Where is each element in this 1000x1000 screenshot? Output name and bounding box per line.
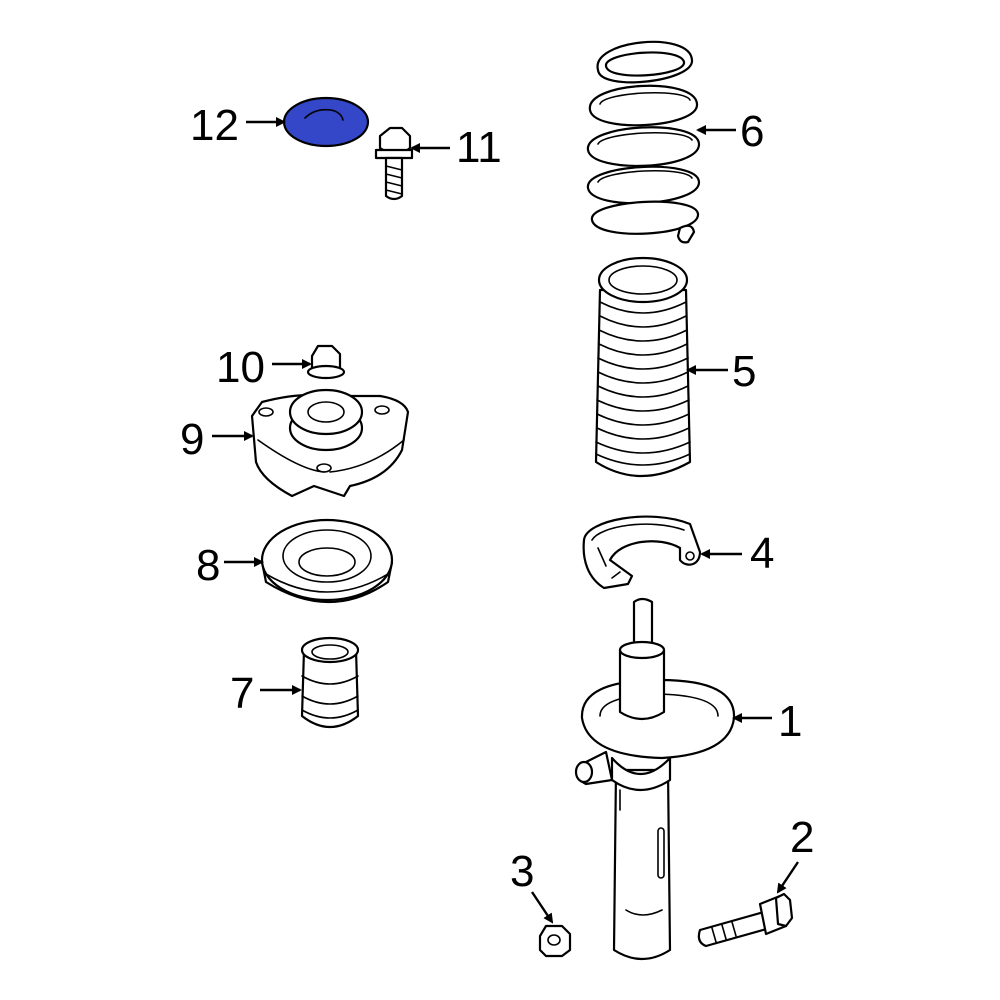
callout-6-label: 6 [740, 107, 764, 156]
callout-12-label: 12 [190, 101, 239, 150]
callout-3: 3 [510, 847, 554, 924]
part-5-dust-boot[interactable] [594, 256, 692, 477]
callout-3-label: 3 [510, 847, 534, 896]
part-6-coil-spring[interactable] [586, 40, 701, 244]
part-2-bolt[interactable] [697, 892, 794, 948]
callout-6: 6 [696, 107, 764, 156]
callout-11: 11 [410, 123, 502, 172]
callout-10: 10 [216, 343, 312, 392]
part-3-nut[interactable] [538, 924, 572, 958]
callout-9: 9 [180, 415, 254, 464]
callout-4-label: 4 [750, 529, 774, 578]
callout-2-label: 2 [790, 813, 814, 862]
callout-10-label: 10 [216, 343, 265, 392]
callout-8-label: 8 [196, 541, 220, 590]
callout-7: 7 [230, 669, 302, 718]
part-4-spring-seat[interactable] [582, 515, 702, 590]
callout-12: 12 [190, 101, 286, 150]
callout-11-label: 11 [456, 123, 502, 172]
part-7-bump-stop[interactable] [300, 636, 360, 728]
callout-9-label: 9 [180, 415, 204, 464]
part-12-cap[interactable] [282, 96, 370, 148]
callout-5: 5 [686, 347, 756, 396]
callout-5-label: 5 [732, 347, 756, 396]
callout-3-arrow [531, 891, 554, 924]
part-10-nut[interactable] [306, 344, 346, 380]
part-8-bearing[interactable] [260, 518, 394, 604]
part-11-bolt[interactable] [374, 126, 414, 201]
callout-1: 1 [732, 697, 802, 746]
callout-7-label: 7 [230, 669, 254, 718]
part-1-strut[interactable] [574, 597, 736, 961]
callout-2-arrow [776, 861, 799, 894]
callout-8: 8 [196, 541, 264, 590]
callout-1-label: 1 [778, 697, 802, 746]
callout-2: 2 [776, 813, 814, 894]
callout-4: 4 [700, 529, 774, 578]
part-9-strut-mount[interactable] [250, 388, 410, 498]
